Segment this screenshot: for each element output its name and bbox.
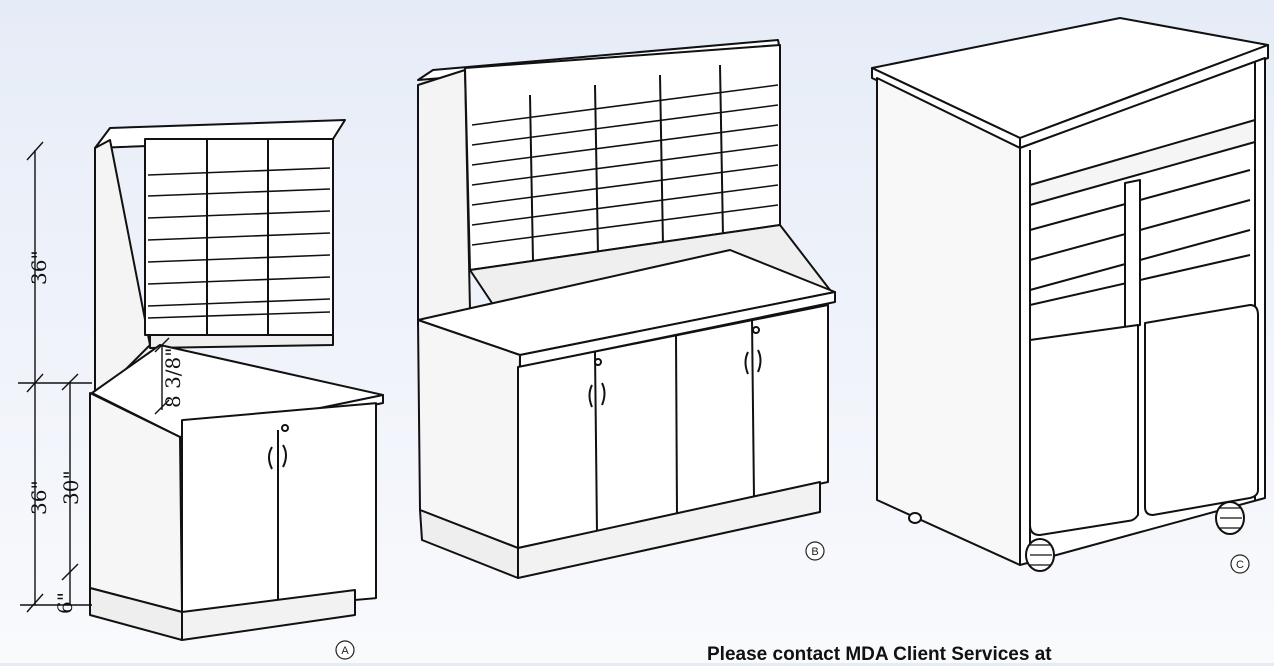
unit-a-mail-sorter <box>89 119 384 641</box>
label-a-text: A <box>341 645 349 657</box>
dim-counter-height: 30" <box>59 470 83 505</box>
label-c-text: C <box>1236 559 1244 571</box>
unit-c-mobile-cart <box>871 17 1269 572</box>
label-c-badge: C <box>1230 554 1250 574</box>
label-b-badge: B <box>805 541 825 561</box>
contact-text: Please contact MDA Client Services at <box>707 644 1052 665</box>
dimension-lines <box>18 141 170 613</box>
dim-gap-height: 8 3/8" <box>161 348 185 408</box>
label-b-text: B <box>811 546 818 558</box>
unit-b-mail-sorter <box>417 39 836 579</box>
label-a-badge: A <box>335 640 355 660</box>
dim-upper-height: 36" <box>27 250 51 285</box>
dim-base-height: 6" <box>53 592 77 614</box>
dim-lower-height: 36" <box>27 480 51 515</box>
